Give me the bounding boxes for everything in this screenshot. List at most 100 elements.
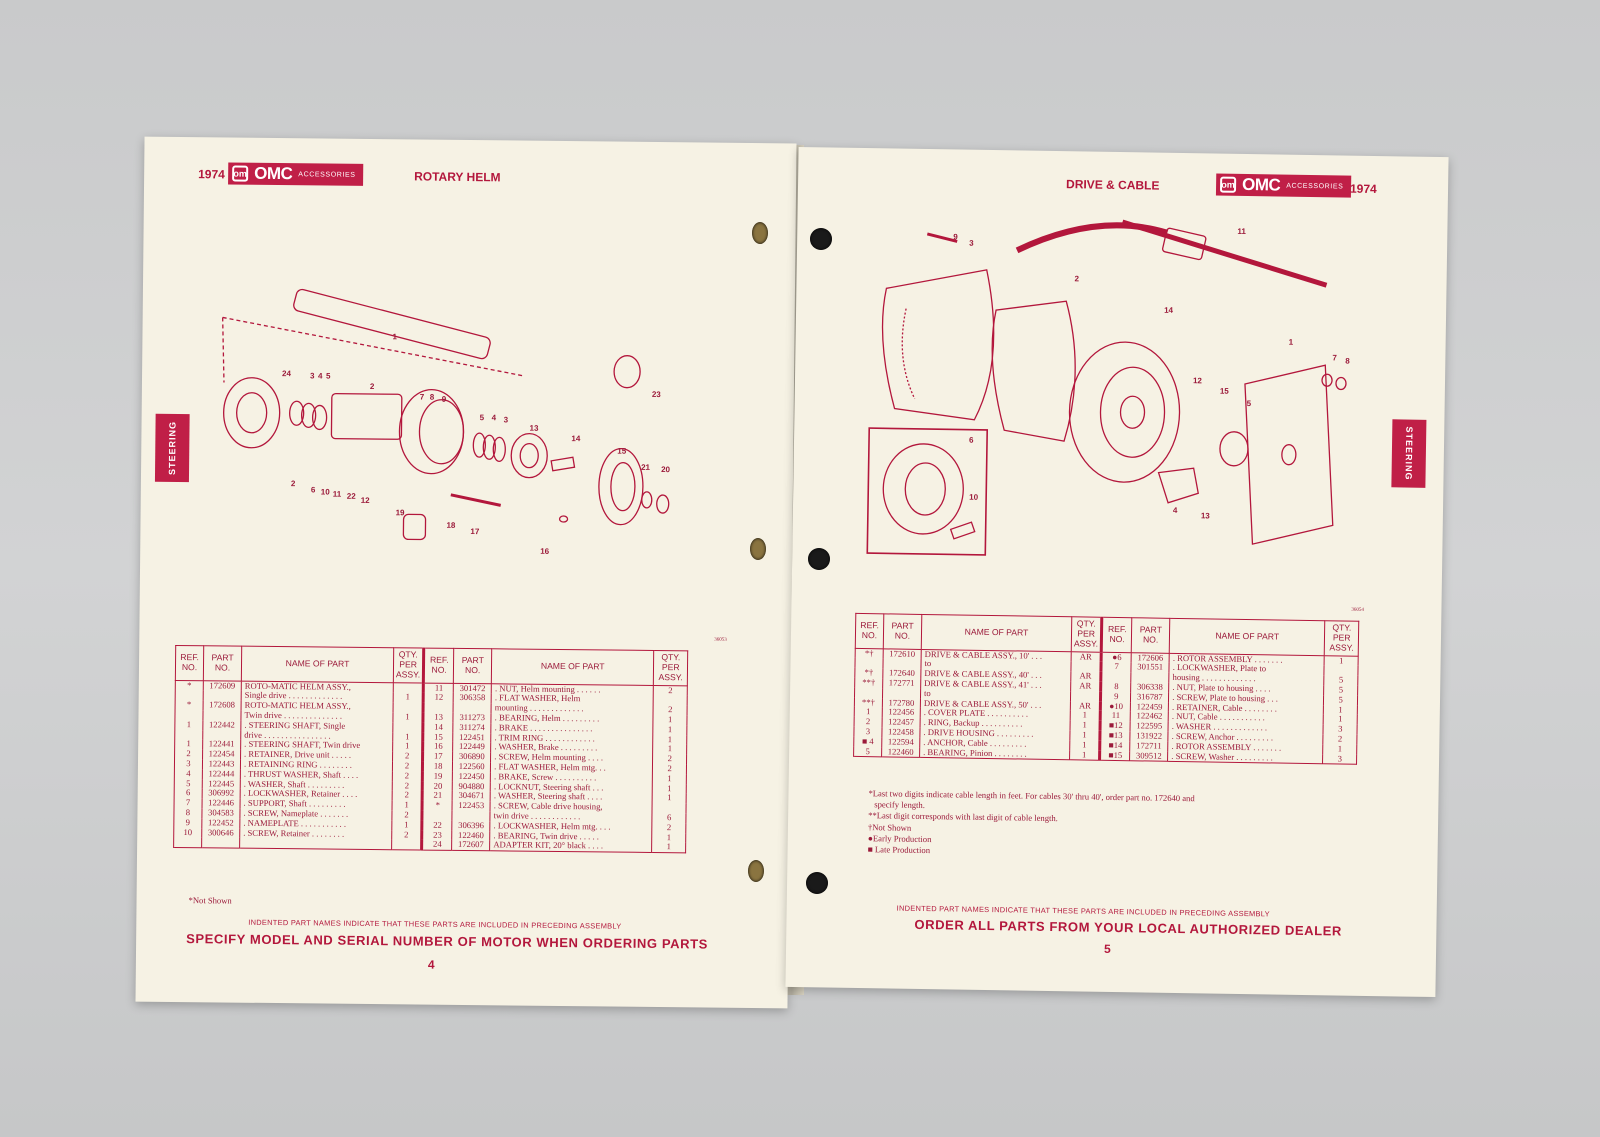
qty-cell: AR — [1071, 651, 1102, 663]
binder-hole — [810, 228, 832, 250]
twin-bearing-part — [613, 355, 641, 389]
qty-cell: 1 — [652, 793, 687, 804]
svg-text:12: 12 — [1193, 376, 1203, 385]
right-footnotes: *Last two digits indicate cable length i… — [868, 788, 1195, 860]
left-indented-note: INDENTED PART NAMES INDICATE THAT THESE … — [248, 917, 622, 931]
ref-no-cell: 10 — [173, 827, 202, 838]
part-name-cell: . BEARING, Pinion . . . . . . . . — [919, 747, 1070, 761]
ref-no-cell: 5 — [853, 746, 882, 758]
qty-cell: 1 — [1069, 749, 1100, 761]
binder-hole — [752, 222, 768, 244]
part-no-cell: 172610 — [883, 648, 922, 660]
left-order-note: SPECIFY MODEL AND SERIAL NUMBER OF MOTOR… — [186, 931, 709, 952]
omc-logo-sub: ACCESSORIES — [1286, 182, 1344, 191]
svg-text:17: 17 — [470, 527, 480, 536]
left-year: 1974 — [198, 167, 225, 182]
col-ref-no: REF.NO. — [855, 613, 884, 649]
qty-cell: 3 — [1322, 753, 1357, 765]
col-ref-no: REF.NO. — [175, 645, 204, 681]
binder-hole — [806, 872, 828, 894]
qty-cell — [391, 839, 422, 851]
backup-ring-part — [991, 300, 1076, 442]
part-no-cell: 122442 — [202, 719, 241, 731]
svg-text:13: 13 — [529, 424, 539, 433]
part-name-cell: . SCREW, Retainer . . . . . . . . — [239, 827, 392, 840]
ref-no-cell: **† — [854, 677, 883, 689]
rotor-assembly-part — [1068, 341, 1181, 483]
svg-text:16: 16 — [540, 547, 550, 556]
svg-text:11: 11 — [1237, 227, 1246, 236]
svg-text:10: 10 — [969, 493, 979, 502]
ref-no-cell: 7 — [1101, 661, 1132, 673]
right-page: DRIVE & CABLE om OMC ACCESSORIES 1974 ST… — [785, 146, 1449, 998]
svg-text:2: 2 — [370, 382, 375, 391]
right-indented-note: INDENTED PART NAMES INDICATE THAT THESE … — [896, 903, 1270, 919]
svg-text:3: 3 — [504, 415, 509, 424]
svg-text:24: 24 — [282, 369, 292, 378]
col-name-of-part: NAME OF PART — [1169, 618, 1325, 656]
svg-text:4: 4 — [492, 413, 497, 422]
part-name-cell: ADAPTER KIT, 20° black . . . . — [489, 840, 652, 853]
svg-text:10: 10 — [321, 487, 331, 496]
svg-text:21: 21 — [641, 463, 651, 472]
svg-text:15: 15 — [1220, 387, 1230, 396]
col-name-of-part: NAME OF PART — [921, 614, 1072, 652]
left-page-title: ROTARY HELM — [414, 169, 501, 185]
adapter-ring-part — [223, 377, 281, 449]
svg-text:11: 11 — [333, 490, 342, 499]
omc-logo-brand: OMC — [254, 163, 293, 184]
part-no-cell: 172608 — [203, 700, 242, 711]
col-ref-no: REF.NO. — [423, 648, 454, 684]
svg-text:23: 23 — [652, 390, 662, 399]
svg-text:1: 1 — [392, 332, 397, 341]
svg-text:1: 1 — [1289, 338, 1294, 347]
svg-text:6: 6 — [311, 485, 316, 494]
omc-logo-mark: om — [1219, 176, 1237, 193]
qty-cell: 1 — [1324, 655, 1359, 667]
svg-text:18: 18 — [446, 521, 456, 530]
steering-tab-left: STEERING — [154, 413, 190, 483]
part-no-cell: 172771 — [882, 677, 921, 689]
col-name-of-part: NAME OF PART — [241, 646, 394, 683]
svg-text:12: 12 — [361, 496, 371, 505]
left-not-shown-note: *Not Shown — [188, 895, 232, 906]
svg-text:4: 4 — [318, 371, 323, 380]
binder-hole — [750, 538, 766, 560]
steering-shaft-part — [293, 288, 491, 360]
ref-no-cell: * — [175, 699, 204, 711]
omc-logo: om OMC ACCESSORIES — [1215, 173, 1352, 198]
bearing-part — [510, 433, 548, 479]
ref-no-cell: 1 — [174, 719, 203, 730]
brake-screw-part — [402, 513, 427, 541]
svg-text:9: 9 — [953, 232, 958, 241]
ref-no-cell: 12 — [423, 692, 454, 704]
qty-cell: 1 — [392, 711, 424, 723]
trim-ring-part — [598, 447, 644, 526]
cover-plate-part — [1244, 364, 1334, 545]
ref-no-cell — [173, 837, 202, 848]
svg-text:13: 13 — [1201, 511, 1211, 520]
drive-housing-part — [881, 269, 995, 421]
left-diagram-code: 36053 — [714, 637, 727, 643]
part-no-cell: 301551 — [1131, 662, 1170, 674]
col-ref-no: REF.NO. — [1101, 617, 1133, 653]
pinion-bearing-part — [1219, 431, 1249, 467]
right-page-title: DRIVE & CABLE — [1065, 177, 1160, 193]
col-name-of-part: NAME OF PART — [491, 648, 654, 686]
part-no-cell: 300646 — [201, 827, 240, 839]
svg-text:7: 7 — [420, 393, 425, 402]
qty-cell: AR — [1070, 680, 1101, 692]
part-name-cell: . SCREW, Washer . . . . . . . . . — [1167, 750, 1323, 765]
right-order-note: ORDER ALL PARTS FROM YOUR LOCAL AUTHORIZ… — [914, 916, 1343, 939]
ref-no-cell: * — [175, 680, 204, 691]
svg-text:7: 7 — [1332, 353, 1337, 362]
part-name-cell — [239, 838, 392, 850]
svg-text:4: 4 — [1173, 506, 1178, 515]
